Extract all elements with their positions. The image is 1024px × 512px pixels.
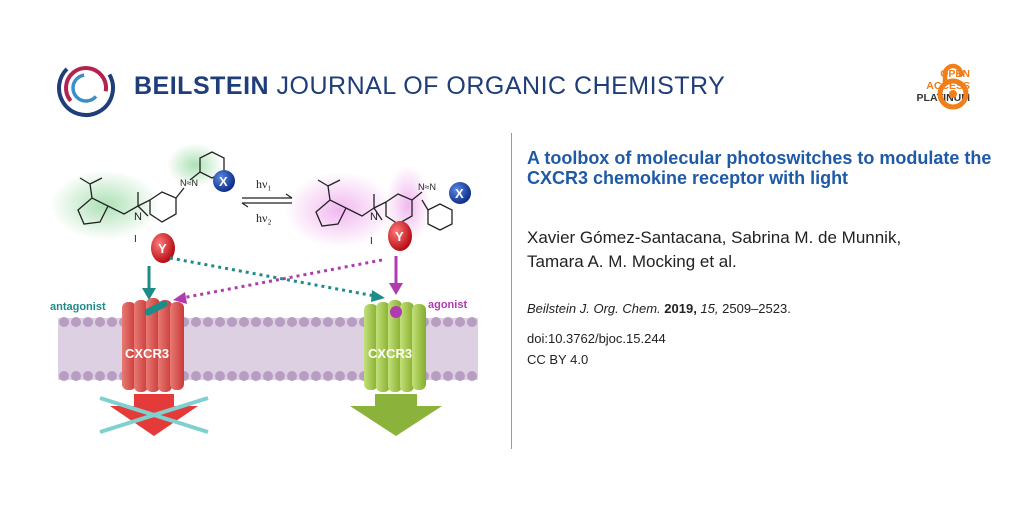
molecule-right-glow	[285, 172, 395, 248]
molecule-left-iodide: I	[134, 234, 137, 245]
substituent-y-right-icon	[388, 221, 412, 251]
vertical-divider	[511, 133, 512, 449]
citation-volume: 15,	[700, 301, 719, 316]
journal-name-rest: JOURNAL OF ORGANIC CHEMISTRY	[276, 72, 726, 100]
citation-journal: Beilstein J. Org. Chem.	[527, 301, 661, 316]
substituent-y-left-icon	[151, 233, 175, 263]
journal-name-bold: BEILSTEIN	[134, 72, 270, 100]
photoswitch-reverse-arrow	[241, 202, 292, 208]
substituent-y-right-label: Y	[395, 229, 404, 244]
substituent-x-left-label: X	[219, 174, 228, 189]
molecule-right	[315, 179, 453, 231]
receptor-left-label: CXCR3	[125, 346, 169, 361]
molecule-right-iodide: I	[370, 236, 373, 247]
article-title: A toolbox of molecular photoswitches to …	[527, 148, 992, 188]
molecule-left-nitrogen: N	[134, 211, 142, 223]
receptor-left	[122, 298, 184, 392]
substituent-x-right-label: X	[455, 186, 464, 201]
authors-line-2: Tamara A. M. Mocking et al.	[527, 252, 737, 271]
article-authors: Xavier Gómez-Santacana, Sabrina M. de Mu…	[527, 226, 997, 274]
molecule-right-nitrogen: N	[370, 211, 378, 223]
molecule-left-azo: N≈N	[180, 178, 198, 188]
cross-arrowhead-magenta	[173, 292, 187, 304]
substituent-x-left-icon	[213, 170, 235, 192]
light-hv2-label: hν₂	[256, 211, 272, 225]
substituent-y-left-label: Y	[158, 241, 167, 256]
cross-arrow-teal	[169, 256, 376, 298]
receptor-right-label: CXCR3	[368, 346, 412, 361]
agonist-binding-arrowhead	[389, 283, 403, 295]
light-hv1-label: hν₁	[256, 177, 272, 191]
citation-year: 2019,	[664, 301, 697, 316]
substituent-x-right-icon	[449, 182, 471, 204]
beilstein-logo-icon	[57, 59, 115, 117]
article-doi: doi:10.3762/bjoc.15.244	[527, 331, 666, 346]
cross-arrowhead-teal	[371, 290, 385, 302]
antagonist-label: antagonist	[50, 301, 106, 313]
citation-pages: 2509–2523.	[722, 301, 791, 316]
article-license: CC BY 4.0	[527, 352, 589, 367]
authors-line-1: Xavier Gómez-Santacana, Sabrina M. de Mu…	[527, 228, 902, 247]
article-citation: Beilstein J. Org. Chem. 2019, 15, 2509–2…	[527, 301, 791, 316]
receptor-right	[364, 300, 426, 392]
cross-arrow-magenta	[181, 258, 383, 300]
open-access-lock-icon	[937, 63, 969, 110]
journal-name: BEILSTEIN JOURNAL OF ORGANIC CHEMISTRY	[134, 72, 725, 101]
signal-blocked-cross-icon	[99, 396, 209, 434]
molecule-left	[77, 151, 225, 225]
agonist-signal-arrow	[350, 394, 442, 436]
antagonist-binding-arrowhead	[142, 288, 156, 300]
molecule-right-azo: N≈N	[418, 182, 436, 192]
graphical-abstract: N N≈N I X Y hν₁ hν₂ N N≈N I X Y antagoni…	[50, 143, 478, 436]
agonist-label: agonist	[428, 299, 467, 311]
photoswitch-forward-arrow	[242, 193, 293, 199]
